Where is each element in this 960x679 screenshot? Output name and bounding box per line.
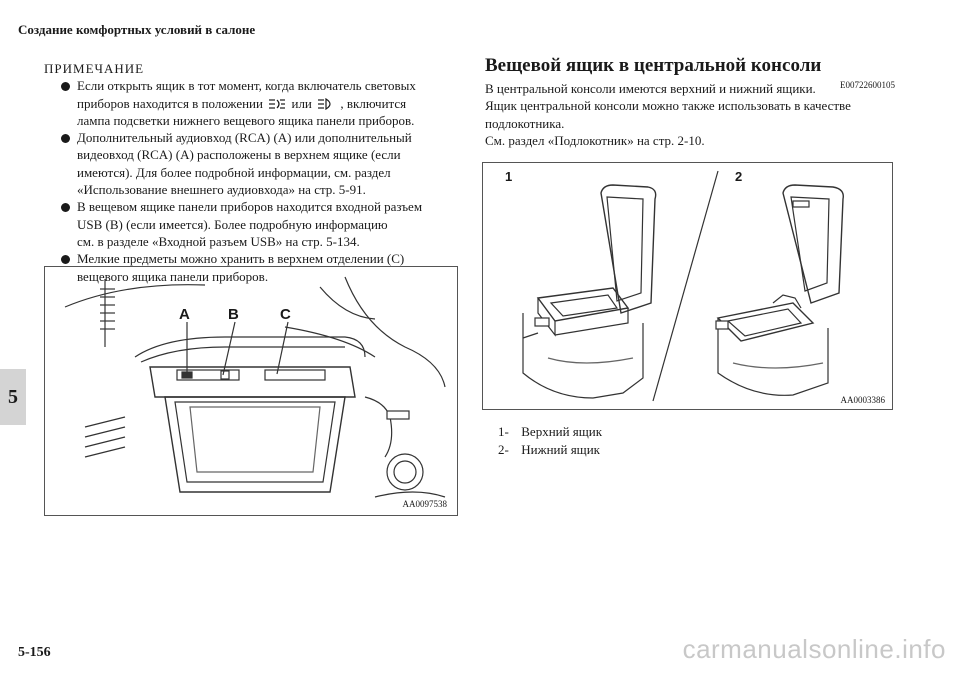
callout-label-b: B xyxy=(228,306,239,323)
note-bullet-line: В вещевом ящике панели приборов находитс… xyxy=(77,199,423,215)
legend-text: Верхний ящик xyxy=(521,424,603,439)
chapter-tab: 5 xyxy=(0,369,26,425)
section-title: Вещевой ящик в центральной консоли xyxy=(485,55,822,76)
note-text: или xyxy=(291,95,312,111)
note-bullet-3: В вещевом ящике панели приборов находитс… xyxy=(44,198,459,250)
legend-item: 2- Нижний ящик xyxy=(498,441,602,459)
note-title: ПРИМЕЧАНИЕ xyxy=(44,61,145,76)
bullet-icon xyxy=(61,255,70,265)
section-paragraph-line: См. раздел «Подлокотник» на стр. 2-10. xyxy=(485,132,705,148)
note-bullet-line: приборов находится в положении или , вкл… xyxy=(77,95,459,112)
console-box-illustration: 1 2 AA0003386 xyxy=(505,169,886,405)
figure-label-2: 2 xyxy=(735,169,742,184)
figure-code: AA0097538 xyxy=(403,499,448,509)
glovebox-figure: A B C AA0097538 xyxy=(44,266,458,516)
section-paragraph-line: подлокотника. xyxy=(485,115,565,131)
note-bullet-line: Дополнительный аудиовход (RCA) (A) или д… xyxy=(77,130,412,146)
section-block: Вещевой ящик в центральной консоли E0072… xyxy=(485,55,895,149)
legend-item: 1- Верхний ящик xyxy=(498,423,602,441)
note-bullet-line: вещевого ящика панели приборов. xyxy=(77,268,269,284)
note-text: , включится xyxy=(340,95,407,111)
figure-code: AA0003386 xyxy=(841,395,886,405)
note-bullet-line: Если открыть ящик в тот момент, когда вк… xyxy=(77,78,416,94)
note-bullet-line: имеются). Для более подробной информации… xyxy=(77,164,391,180)
legend-number: 1- xyxy=(498,424,509,439)
legend-number: 2- xyxy=(498,441,509,457)
bullet-icon xyxy=(61,134,70,144)
note-bullet-line: USB (B) (если имеется). Более подробную … xyxy=(77,216,388,232)
callout-label-a: A xyxy=(179,306,190,323)
section-code: E00722600105 xyxy=(840,80,895,90)
note-bullet-line: Мелкие предметы можно хранить в верхнем … xyxy=(77,251,405,267)
callout-label-c: C xyxy=(280,306,291,323)
section-paragraph-line: Ящик центральной консоли можно также исп… xyxy=(485,98,851,114)
legend-text: Нижний ящик xyxy=(521,441,600,457)
headlamp-parking-icon xyxy=(269,98,286,109)
note-bullets: Если открыть ящик в тот момент, когда вк… xyxy=(44,77,459,285)
glovebox-illustration: A B C AA0097538 xyxy=(64,276,448,509)
headlamp-icon xyxy=(318,97,331,110)
section-paragraph-line: В центральной консоли имеются верхний и … xyxy=(485,81,816,96)
note-bullet-2: Дополнительный аудиовход (RCA) (A) или д… xyxy=(44,129,459,198)
bullet-icon xyxy=(61,82,70,92)
watermark: carmanualsonline.info xyxy=(682,634,946,664)
note-block: ПРИМЕЧАНИЕ Если открыть ящик в тот момен… xyxy=(44,60,459,285)
note-text: приборов находится в положении xyxy=(77,95,263,111)
figure-label-1: 1 xyxy=(505,169,512,184)
console-box-figure: 1 2 AA0003386 xyxy=(482,162,893,410)
figure-legend: 1- Верхний ящик 2- Нижний ящик xyxy=(498,423,602,458)
running-header: Создание комфортных условий в салоне xyxy=(18,22,256,37)
bullet-icon xyxy=(61,203,70,213)
note-bullet-line: видеовход (RCA) (A) расположены в верхне… xyxy=(77,147,401,163)
note-bullet-line: см. в разделе «Входной разъем USB» на ст… xyxy=(77,233,360,249)
page-number: 5-156 xyxy=(18,645,51,660)
note-bullet-1: Если открыть ящик в тот момент, когда вк… xyxy=(44,77,459,129)
note-bullet-line: лампа подсветки нижнего вещевого ящика п… xyxy=(77,112,415,128)
note-bullet-line: «Использование внешнего аудиовхода» на с… xyxy=(77,182,366,198)
note-bullet-4: Мелкие предметы можно хранить в верхнем … xyxy=(44,250,459,285)
